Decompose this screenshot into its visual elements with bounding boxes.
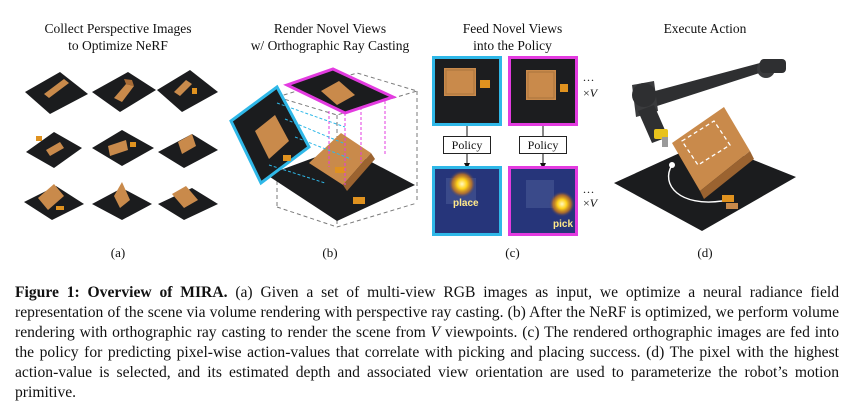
more-views-dots-bottom: ...: [583, 182, 595, 196]
panel-a: Collect Perspective Images to Optimize N…: [18, 0, 218, 268]
cyan-rays: [268, 102, 352, 184]
view-image-5: [92, 130, 154, 166]
panel-b-title: Render Novel Views w/ Orthographic Ray C…: [250, 21, 410, 53]
view-image-3: [157, 70, 218, 112]
scene-board: [267, 147, 415, 221]
figure-label: Figure 1:: [15, 284, 80, 301]
more-views-dots-top: ...: [583, 70, 595, 84]
orthographic-render-diagram: [229, 67, 419, 228]
panel-d-title: Execute Action: [663, 21, 747, 36]
pick-label: pick: [553, 219, 574, 230]
policy-box-right: Policy: [519, 136, 567, 154]
caption-text-2: viewpoints. (c) The rendered orthographi…: [15, 324, 840, 401]
perspective-images-grid: [24, 70, 218, 220]
view-image-9: [158, 186, 218, 220]
place-label: place: [453, 198, 479, 209]
view-image-7: [24, 184, 84, 220]
view-image-8: [92, 182, 152, 220]
view-image-1: [25, 72, 88, 114]
panel-c-title: Feed Novel Views into the Policy: [462, 21, 563, 53]
magenta-rays: [328, 101, 386, 185]
view-image-6: [158, 134, 218, 168]
view-image-2: [92, 72, 156, 112]
figure-title: Overview of MIRA.: [87, 284, 228, 301]
panel-c: Feed Novel Views into the Policy ... ×V …: [425, 0, 600, 268]
policy-arrows: [464, 126, 546, 169]
caption-text-1: (a) Given a set of multi-view RGB images…: [15, 284, 839, 341]
panel-b-label: (b): [322, 245, 338, 260]
top-view-plane: [283, 67, 398, 115]
panel-b: Render Novel Views w/ Orthographic Ray C…: [225, 0, 435, 268]
pick-heatmap: [508, 166, 578, 236]
figure-caption: Figure 1: Overview of MIRA. (a) Given a …: [15, 283, 839, 403]
panel-c-label: (c): [505, 245, 520, 260]
panel-d-label: (d): [697, 245, 713, 260]
rendered-view-magenta: [508, 56, 578, 126]
caption-v-symbol: V: [430, 324, 441, 341]
panel-a-label: (a): [110, 245, 126, 260]
execute-block: [672, 107, 754, 209]
panel-a-title: Collect Perspective Images to Optimize N…: [44, 21, 192, 53]
side-view-plane: [229, 84, 311, 186]
panel-d: Execute Action (d): [605, 0, 805, 268]
times-v-top: ×V: [583, 86, 598, 100]
robot-arm-icon: [632, 59, 786, 147]
scene-block: [309, 133, 375, 204]
execute-action-scene: [614, 59, 796, 231]
place-heatmap: [432, 166, 502, 236]
view-image-4: [26, 132, 82, 168]
rendered-view-cyan: [432, 56, 502, 126]
policy-box-left: Policy: [443, 136, 491, 154]
times-v-bottom: ×V: [583, 196, 598, 210]
